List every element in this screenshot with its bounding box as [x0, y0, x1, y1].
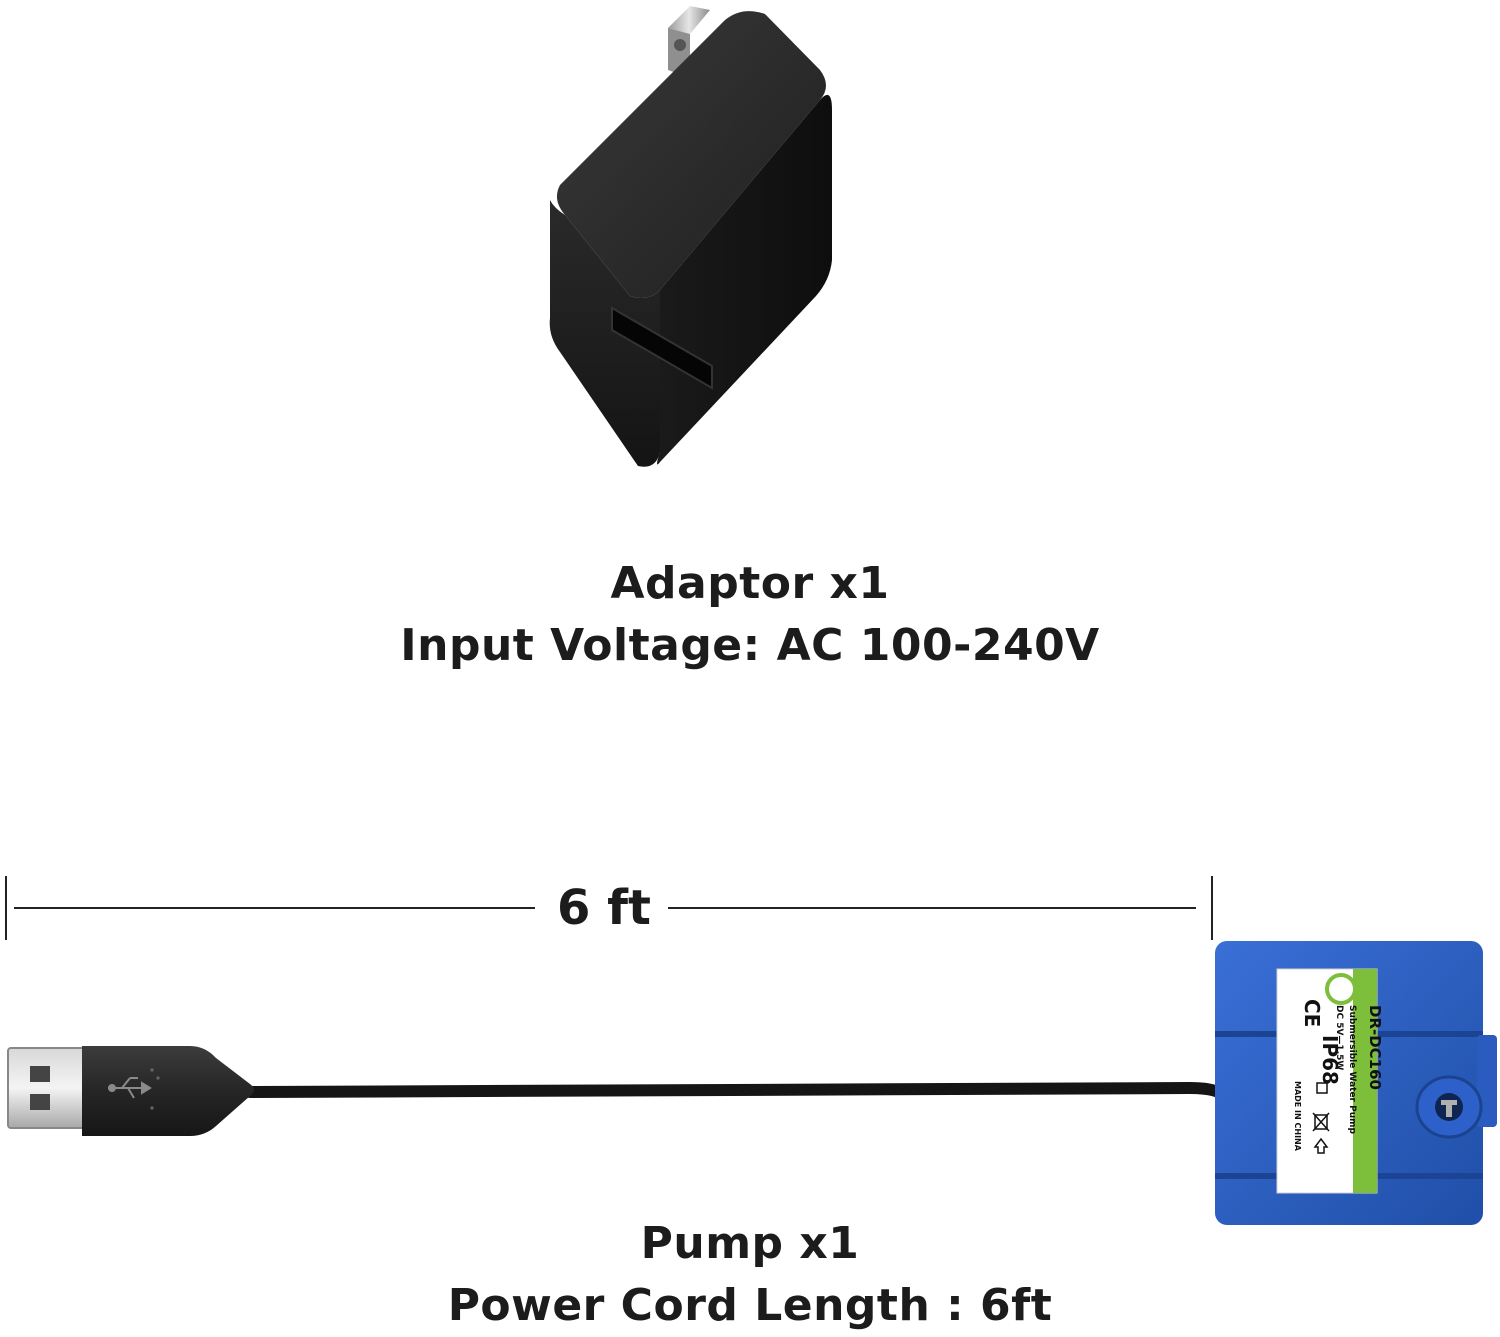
usb-connector-icon — [7, 1047, 87, 1129]
pump-caption: Pump x1 Power Cord Length : 6ft — [0, 1213, 1500, 1337]
pump-origin: MADE IN CHINA — [1293, 1081, 1302, 1152]
pump-title: Pump x1 — [640, 1218, 860, 1269]
usb-port-icon — [611, 306, 713, 390]
pump-model: DR-DC160 — [1366, 1005, 1384, 1090]
dimension-line — [5, 876, 1213, 940]
usb-symbol-icon — [108, 1077, 152, 1099]
dimension-label: 6 ft — [557, 880, 651, 936]
pump-spec: Power Cord Length : 6ft — [447, 1280, 1053, 1331]
pump-ce-mark: CE — [1300, 999, 1324, 1027]
pump-ip-rating: IP68 — [1318, 1035, 1342, 1085]
adaptor-image — [549, 6, 832, 467]
pump-subtitle: Submersible Water Pump — [1347, 1005, 1357, 1134]
double-insulation-icon — [1316, 1082, 1328, 1094]
pump-rating: DC 5V—1.5W — [1334, 1005, 1344, 1070]
adaptor-caption: Adaptor x1 Input Voltage: AC 100-240V — [0, 553, 1500, 677]
indoor-use-icon — [1313, 1137, 1329, 1154]
adaptor-title: Adaptor x1 — [610, 558, 890, 609]
pump-outlet-icon — [1415, 1075, 1483, 1139]
weee-bin-icon — [1312, 1112, 1330, 1132]
usb-cable-image — [7, 1046, 1232, 1136]
pump-label: DR-DC160 Submersible Water Pump DC 5V—1.… — [1276, 968, 1384, 1194]
pump-image: DR-DC160 Submersible Water Pump DC 5V—1.… — [1215, 941, 1497, 1225]
adaptor-spec: Input Voltage: AC 100-240V — [400, 620, 1100, 671]
